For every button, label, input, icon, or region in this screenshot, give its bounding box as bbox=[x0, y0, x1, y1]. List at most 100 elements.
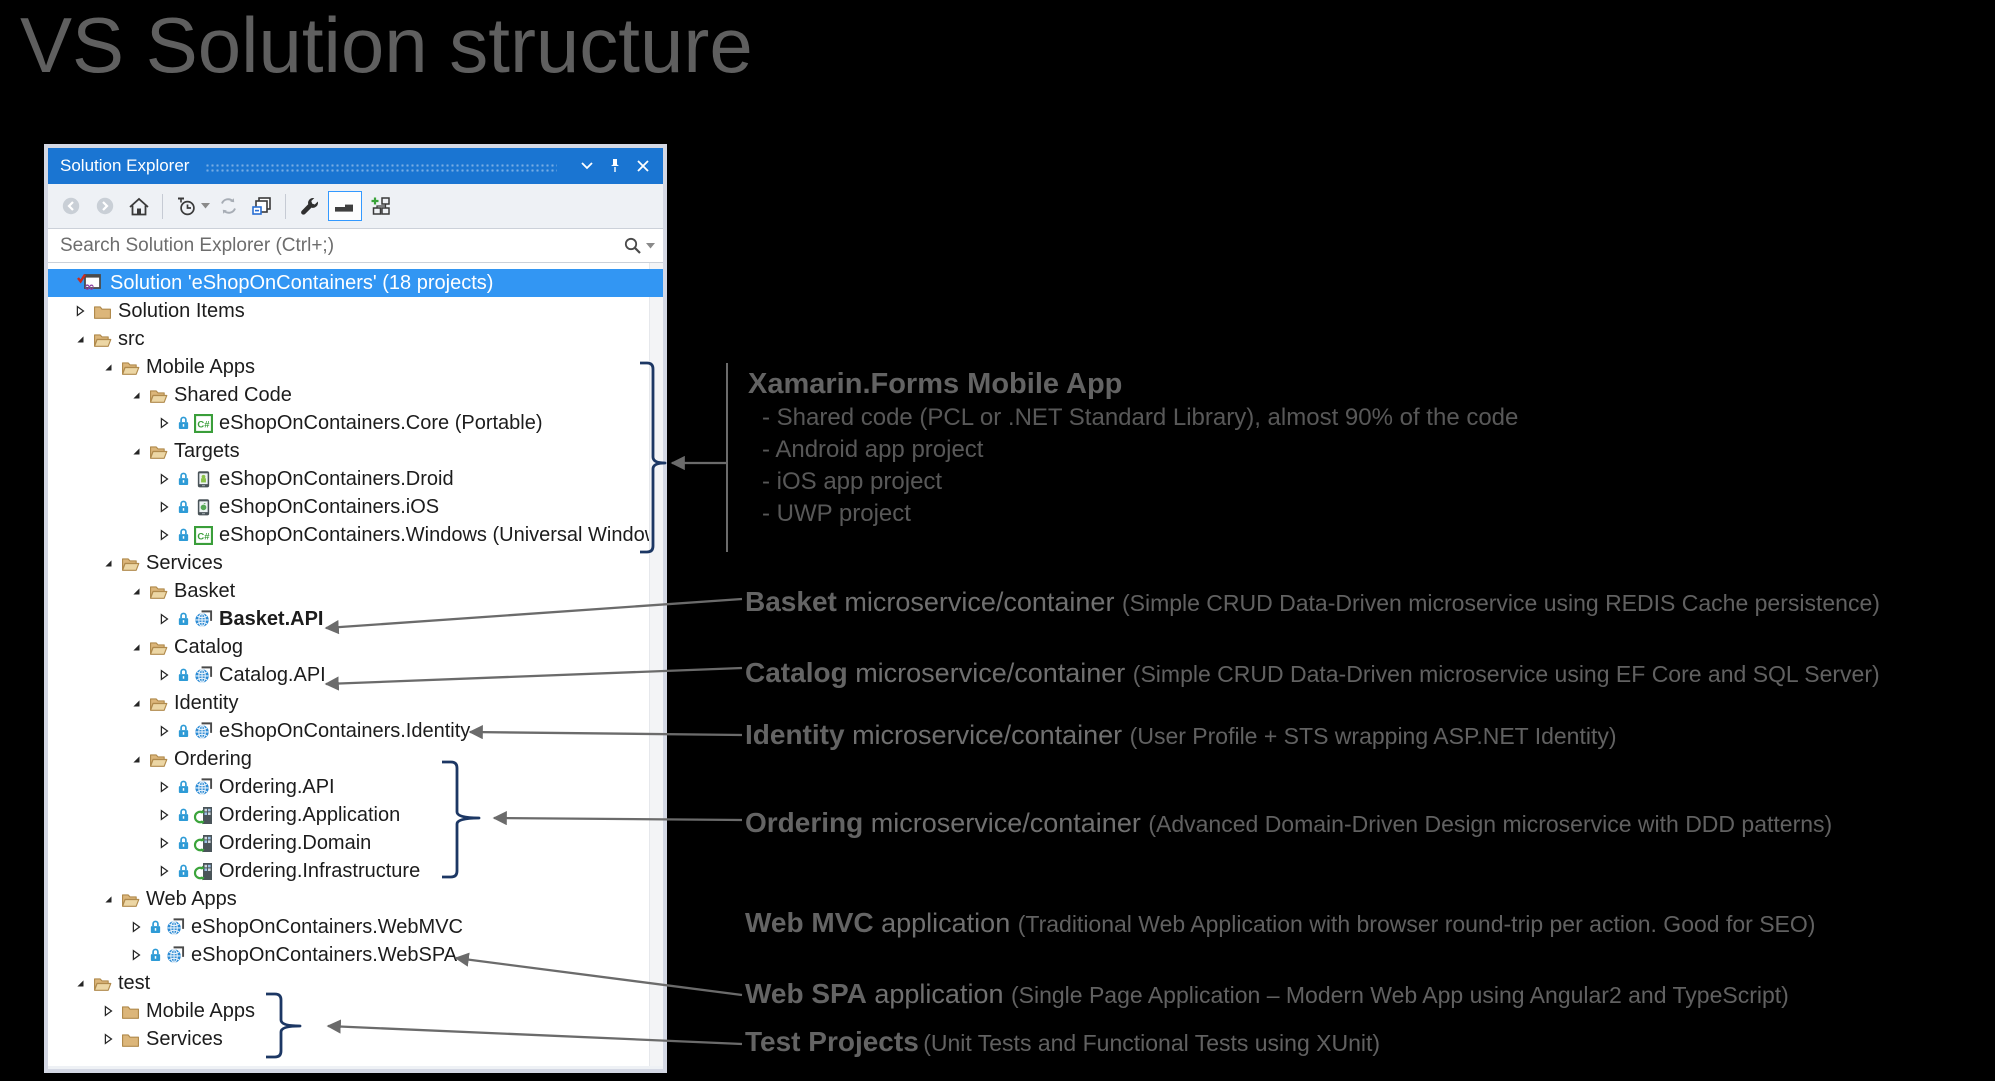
tree-row[interactable]: Catalog.API bbox=[48, 661, 663, 689]
library-project-icon bbox=[193, 833, 213, 853]
xamarin-bullet: - Shared code (PCL or .NET Standard Libr… bbox=[762, 404, 1519, 431]
tree-row[interactable]: ∞Solution 'eShopOnContainers' (18 projec… bbox=[48, 269, 663, 297]
tree-row[interactable]: eShopOnContainers.Identity bbox=[48, 717, 663, 745]
back-button[interactable] bbox=[56, 191, 86, 221]
tree-row-label: eShopOnContainers.Identity bbox=[219, 719, 471, 742]
library-project-icon bbox=[193, 861, 213, 881]
expander-collapsed-icon[interactable] bbox=[156, 527, 172, 543]
toolbar-separator bbox=[162, 193, 163, 219]
search-box[interactable]: Search Solution Explorer (Ctrl+;) bbox=[48, 228, 663, 263]
pending-changes-icon bbox=[177, 197, 195, 215]
tree-row[interactable]: test bbox=[48, 969, 663, 997]
expander-expanded-icon[interactable] bbox=[128, 751, 144, 767]
annotation-keyword: Test Projects bbox=[745, 1026, 919, 1057]
forward-button[interactable] bbox=[90, 191, 120, 221]
tree-row[interactable]: Identity bbox=[48, 689, 663, 717]
tree-row[interactable]: Ordering.Application bbox=[48, 801, 663, 829]
expander-collapsed-icon[interactable] bbox=[156, 835, 172, 851]
preview-selected-items-button[interactable] bbox=[328, 191, 362, 221]
properties-button[interactable] bbox=[294, 191, 324, 221]
tree-row-label: Services bbox=[146, 551, 223, 574]
expander-collapsed-icon[interactable] bbox=[72, 303, 88, 319]
refresh-button[interactable] bbox=[213, 191, 243, 221]
tree-row[interactable]: src bbox=[48, 325, 663, 353]
tree-scrollbar[interactable] bbox=[649, 263, 663, 1066]
home-button[interactable] bbox=[124, 191, 154, 221]
show-all-files-button[interactable] bbox=[366, 191, 396, 221]
expander-collapsed-icon[interactable] bbox=[156, 723, 172, 739]
lock-icon bbox=[176, 471, 190, 487]
panel-titlebar[interactable]: Solution Explorer bbox=[48, 148, 663, 184]
search-icon[interactable] bbox=[623, 236, 642, 255]
expander-expanded-icon[interactable] bbox=[128, 583, 144, 599]
expander-expanded-icon[interactable] bbox=[72, 975, 88, 991]
annotation-keyword: Catalog bbox=[745, 657, 848, 688]
expander-collapsed-icon[interactable] bbox=[156, 807, 172, 823]
expander-expanded-icon[interactable] bbox=[128, 443, 144, 459]
tree-row[interactable]: eShopOnContainers.Droid bbox=[48, 465, 663, 493]
tree-row[interactable]: Mobile Apps bbox=[48, 997, 663, 1025]
xamarin-bullet: - Android app project bbox=[762, 436, 984, 463]
tree-row[interactable]: Ordering bbox=[48, 745, 663, 773]
tree-row[interactable]: eShopOnContainers.iOS bbox=[48, 493, 663, 521]
folder-closed-icon bbox=[120, 1029, 140, 1049]
tree-row-label: Services bbox=[146, 1027, 223, 1050]
expander-collapsed-icon[interactable] bbox=[156, 863, 172, 879]
expander-collapsed-icon[interactable] bbox=[156, 499, 172, 515]
tree-row[interactable]: C#eShopOnContainers.Core (Portable) bbox=[48, 409, 663, 437]
titlebar-drag-grip[interactable] bbox=[205, 162, 557, 172]
pending-changes-dropdown-caret-icon[interactable] bbox=[199, 191, 211, 221]
pending-changes-button[interactable] bbox=[171, 191, 201, 221]
tree-row[interactable]: eShopOnContainers.WebSPA bbox=[48, 941, 663, 969]
expander-collapsed-icon[interactable] bbox=[156, 611, 172, 627]
solution-tree: ∞Solution 'eShopOnContainers' (18 projec… bbox=[48, 263, 663, 1066]
library-project-icon bbox=[193, 805, 213, 825]
search-options-caret-icon[interactable] bbox=[646, 242, 655, 249]
tree-row[interactable]: Services bbox=[48, 549, 663, 577]
expander-collapsed-icon[interactable] bbox=[128, 947, 144, 963]
expander-collapsed-icon[interactable] bbox=[100, 1003, 116, 1019]
tree-row[interactable]: eShopOnContainers.WebMVC bbox=[48, 913, 663, 941]
expander-expanded-icon[interactable] bbox=[128, 639, 144, 655]
expander-expanded-icon[interactable] bbox=[128, 387, 144, 403]
xamarin-annotation: Xamarin.Forms Mobile App - Shared code (… bbox=[748, 366, 1518, 530]
tree-row[interactable]: Basket bbox=[48, 577, 663, 605]
tree-row[interactable]: Basket.API bbox=[48, 605, 663, 633]
expander-collapsed-icon[interactable] bbox=[100, 1031, 116, 1047]
tree-row[interactable]: Ordering.Domain bbox=[48, 829, 663, 857]
tree-row-label: Shared Code bbox=[174, 383, 292, 406]
tree-row[interactable]: Web Apps bbox=[48, 885, 663, 913]
expander-collapsed-icon[interactable] bbox=[128, 919, 144, 935]
xamarin-bullet: - UWP project bbox=[762, 500, 911, 527]
expander-collapsed-icon[interactable] bbox=[156, 779, 172, 795]
expander-expanded-icon[interactable] bbox=[128, 695, 144, 711]
tree-row[interactable]: Services bbox=[48, 1025, 663, 1053]
tree-row-label: Ordering.Application bbox=[219, 803, 401, 826]
tree-row-label: src bbox=[118, 327, 145, 350]
expander-expanded-icon[interactable] bbox=[100, 555, 116, 571]
tree-row[interactable]: Mobile Apps bbox=[48, 353, 663, 381]
ordering-annotation: Ordering microservice/container (Advance… bbox=[745, 806, 1832, 845]
lock-icon bbox=[176, 667, 190, 683]
tree-row[interactable]: Ordering.API bbox=[48, 773, 663, 801]
tree-row[interactable]: Shared Code bbox=[48, 381, 663, 409]
window-position-icon[interactable] bbox=[575, 154, 599, 178]
tree-row[interactable]: C#eShopOnContainers.Windows (Universal W… bbox=[48, 521, 663, 549]
pin-icon[interactable] bbox=[603, 154, 627, 178]
collapse-all-button[interactable] bbox=[247, 191, 277, 221]
expander-expanded-icon[interactable] bbox=[100, 359, 116, 375]
expander-collapsed-icon[interactable] bbox=[156, 471, 172, 487]
csharp-project-icon: C# bbox=[193, 525, 213, 545]
annotation-detail: (User Profile + STS wrapping ASP.NET Ide… bbox=[1129, 723, 1617, 749]
tree-row[interactable]: Ordering.Infrastructure bbox=[48, 857, 663, 885]
expander-expanded-icon[interactable] bbox=[100, 891, 116, 907]
tree-row[interactable]: Solution Items bbox=[48, 297, 663, 325]
tree-row[interactable]: Catalog bbox=[48, 633, 663, 661]
expander-expanded-icon[interactable] bbox=[72, 331, 88, 347]
tree-row[interactable]: Targets bbox=[48, 437, 663, 465]
annotation-type: microservice/container bbox=[844, 720, 1130, 750]
close-icon[interactable] bbox=[631, 154, 655, 178]
test-annotation: Test Projects (Unit Tests and Functional… bbox=[745, 1025, 1380, 1064]
expander-collapsed-icon[interactable] bbox=[156, 667, 172, 683]
expander-collapsed-icon[interactable] bbox=[156, 415, 172, 431]
